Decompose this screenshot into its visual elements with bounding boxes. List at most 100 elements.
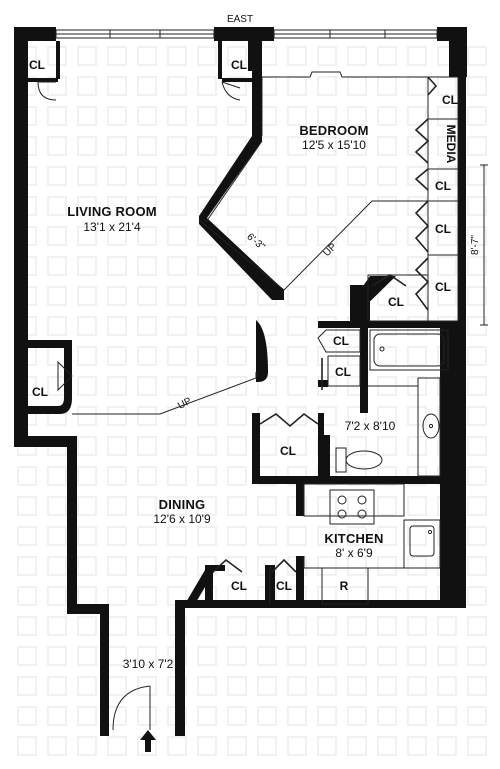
watermark-tile [77, 316, 97, 336]
watermark-tile [257, 166, 277, 186]
watermark-tile [287, 46, 307, 66]
watermark-tile [467, 76, 487, 96]
watermark-tile [257, 706, 277, 726]
watermark-tile [197, 466, 217, 486]
watermark-tile [197, 106, 217, 126]
watermark-tile [347, 556, 367, 576]
watermark-tile [467, 346, 487, 366]
watermark-tile [47, 256, 67, 276]
closet-label-top-mid: CL [231, 58, 247, 72]
watermark-tile [47, 376, 67, 396]
watermark-tile [47, 556, 67, 576]
watermark-tile [377, 106, 397, 126]
watermark-tile [107, 676, 127, 696]
watermark-tile [77, 436, 97, 456]
watermark-tile [407, 46, 427, 66]
kitchen-size: 8' x 6'9 [335, 546, 373, 560]
living-room-size: 13'1 x 21'4 [83, 220, 141, 234]
watermark-tile [287, 436, 307, 456]
watermark-tile [347, 406, 367, 426]
watermark-tile [197, 406, 217, 426]
watermark-tile [197, 616, 217, 636]
watermark-tile [197, 46, 217, 66]
watermark-tile [347, 136, 367, 156]
watermark-tile [347, 706, 367, 726]
watermark-tile [287, 76, 307, 96]
watermark-tile [77, 76, 97, 96]
closet-label-hall: CL [280, 444, 296, 458]
watermark-tile [107, 256, 127, 276]
watermark-tile [377, 526, 397, 546]
diagonal-wall-dimension: 6'-3" [244, 231, 267, 253]
watermark-tile [227, 496, 247, 516]
watermark-tile [107, 76, 127, 96]
watermark-tile [317, 646, 337, 666]
door-swings [37, 81, 241, 731]
watermark-tile [47, 676, 67, 696]
watermark-tile [347, 646, 367, 666]
watermark-tile [317, 706, 337, 726]
watermark-tile [17, 526, 37, 546]
watermark-tile [107, 586, 127, 606]
watermark-tile [167, 226, 187, 246]
watermark-tile [197, 316, 217, 336]
watermark-tile [137, 226, 157, 246]
watermark-tile [107, 436, 127, 456]
watermark-tile [227, 526, 247, 546]
watermark-tile [107, 376, 127, 396]
watermark-tile [77, 46, 97, 66]
watermark-tile [467, 736, 487, 756]
watermark-tile [347, 106, 367, 126]
watermark-tile [137, 196, 157, 216]
watermark-tile [437, 256, 457, 276]
watermark-tile [287, 646, 307, 666]
watermark-tile [17, 646, 37, 666]
watermark-tile [197, 286, 217, 306]
watermark-tile [467, 556, 487, 576]
watermark-tile [17, 496, 37, 516]
watermark-tile [137, 406, 157, 426]
watermark-tile [77, 256, 97, 276]
watermark-tile [407, 646, 427, 666]
closet-label-dining-1: CL [231, 579, 247, 593]
watermark-tile [377, 736, 397, 756]
watermark-tile [347, 226, 367, 246]
watermark-tile [197, 496, 217, 516]
watermark-tile [257, 226, 277, 246]
stair-up-label-living: UP [176, 396, 194, 412]
watermark-tile [407, 556, 427, 576]
watermark-tile [227, 316, 247, 336]
watermark-tile [137, 46, 157, 66]
watermark-tile [77, 736, 97, 756]
watermark-tile [47, 196, 67, 216]
entry-arrow-icon [140, 730, 156, 752]
watermark-tile [197, 706, 217, 726]
watermark-tile [197, 76, 217, 96]
watermark-tile [377, 496, 397, 516]
watermark-tile [407, 136, 427, 156]
watermark-tile [287, 526, 307, 546]
watermark-tile [257, 616, 277, 636]
watermark-tile [77, 616, 97, 636]
watermark-tile [317, 196, 337, 216]
watermark-tile [17, 556, 37, 576]
watermark-tile [107, 346, 127, 366]
watermark-tile [287, 676, 307, 696]
watermark-tile [77, 226, 97, 246]
watermark-tile [167, 466, 187, 486]
watermark-tile [227, 226, 247, 246]
watermark-tile [317, 136, 337, 156]
watermark-tile [227, 76, 247, 96]
watermark-tile [227, 676, 247, 696]
watermark-tile [467, 166, 487, 186]
watermark-tile [77, 196, 97, 216]
watermark-tile [107, 106, 127, 126]
watermark-tile [47, 286, 67, 306]
watermark-tile [167, 106, 187, 126]
watermark-tile [407, 496, 427, 516]
watermark-tile [257, 526, 277, 546]
watermark-tile [467, 316, 487, 336]
watermark-tile [137, 646, 157, 666]
watermark-tile [167, 526, 187, 546]
watermark-tile [17, 706, 37, 726]
